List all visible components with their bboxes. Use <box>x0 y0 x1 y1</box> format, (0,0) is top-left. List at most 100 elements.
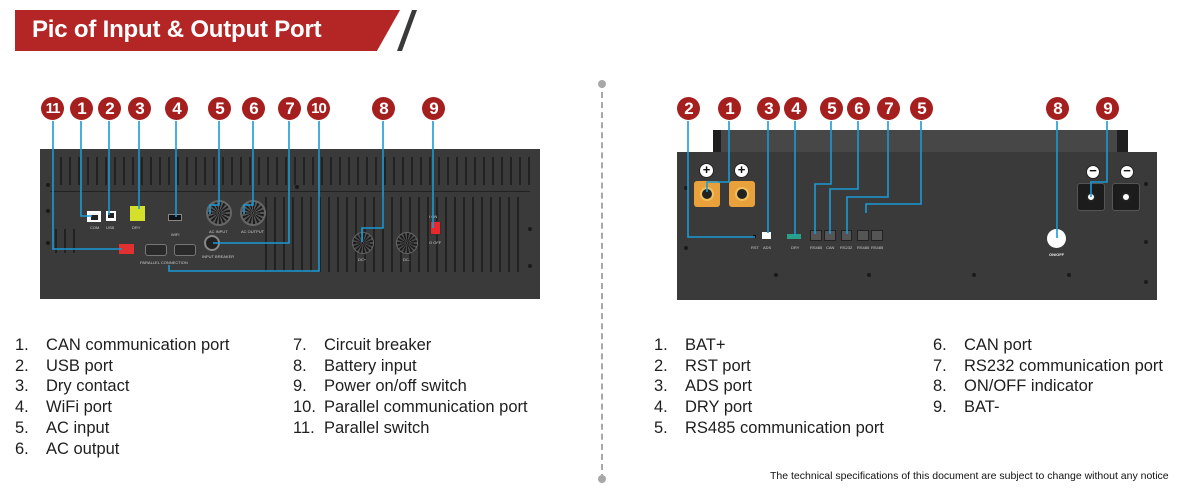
item-number: 2. <box>654 356 668 375</box>
power-switch <box>430 221 441 235</box>
wifi-label: WIFI <box>171 232 180 237</box>
usb-port <box>106 211 116 221</box>
list-item: 5.RS485 communication port <box>654 418 884 439</box>
item-text: CAN port <box>964 336 1032 354</box>
divider-dot-bottom <box>598 475 606 483</box>
list-item: 4. DRY port <box>654 397 884 418</box>
list-item: 8.Battery input <box>293 356 528 377</box>
item-text: Battery input <box>324 356 417 375</box>
rs485-label-3: RS485 <box>871 245 884 250</box>
callout-badge-r6: 6 <box>847 97 870 120</box>
list-item: 9.Power on/off switch <box>293 376 528 397</box>
screw <box>46 209 50 213</box>
rs485-label-2: RS485 <box>857 245 870 250</box>
screw <box>972 273 976 277</box>
section-title: Pic of Input & Output Port <box>32 16 322 43</box>
inverter-port-list-col1: 1.CAN communication port 2.USB port 3.Dr… <box>15 335 229 459</box>
screw <box>684 186 688 190</box>
bat-plus-terminal <box>694 181 720 207</box>
screw <box>1144 182 1148 186</box>
list-item: 1.BAT+ <box>654 335 884 356</box>
screw <box>1067 273 1071 277</box>
parallel-comm-port-b <box>174 244 196 256</box>
rs485-label-1: RS485 <box>810 245 823 250</box>
can-port <box>824 230 836 241</box>
minus-icon: − <box>1120 164 1134 179</box>
vent-slots-top <box>60 157 530 185</box>
battery-top-lip <box>713 130 1128 154</box>
item-text: DRY port <box>685 398 753 417</box>
screw <box>46 183 50 187</box>
banner-slash-decoration <box>397 10 417 51</box>
list-item: 11. Parallel switch <box>293 418 528 439</box>
switch-off-label: O OFF <box>429 240 442 245</box>
banner-red-bar <box>15 10 400 51</box>
list-item: 3.ADS port <box>654 376 884 397</box>
battery-input-positive <box>352 232 374 254</box>
item-text: Parallel switch <box>324 418 430 437</box>
callout-badge-r1: 1 <box>718 97 741 120</box>
rs232-port <box>841 230 852 241</box>
disclaimer-note: The technical specifications of this doc… <box>770 470 1169 482</box>
bat-minus-terminal <box>1077 183 1105 211</box>
minus-icon: − <box>1086 164 1100 179</box>
callout-badge-r7: 7 <box>877 97 900 120</box>
switch-on-label: I ON <box>429 214 438 219</box>
item-text: BAT- <box>964 398 1000 417</box>
callout-badge-8: 8 <box>372 97 395 120</box>
list-item: 7.RS232 communication port <box>933 356 1163 377</box>
screw <box>528 264 532 268</box>
ads-port <box>762 232 771 239</box>
item-number: 11. <box>293 418 315 437</box>
ac-output-connector <box>240 200 266 226</box>
dry-port <box>787 234 801 239</box>
item-text: RST port <box>685 356 751 375</box>
ac-input-label: AC INPUT <box>209 229 228 234</box>
screw <box>867 273 871 277</box>
item-text: BAT+ <box>685 336 726 354</box>
battery-rear-panel <box>677 152 1157 300</box>
item-text: AC input <box>46 418 110 437</box>
list-item: 2.USB port <box>15 356 229 377</box>
rs232-label: RS232 <box>840 245 853 250</box>
bat-minus-terminal <box>1112 183 1140 211</box>
item-text: CAN communication port <box>46 336 230 354</box>
battery-handle-left <box>713 130 721 152</box>
item-number: 9. <box>293 377 307 396</box>
callout-badge-11: 11 <box>41 97 64 120</box>
item-number: 8. <box>933 377 947 396</box>
com-label: COM <box>90 225 100 230</box>
callout-badge-3: 3 <box>128 97 151 120</box>
inverter-port-list-col2: 7.Circuit breaker 8.Battery input 9.Powe… <box>293 335 528 439</box>
callout-badge-4: 4 <box>165 97 188 120</box>
callout-badge-r5b: 5 <box>910 97 933 120</box>
list-item: 7.Circuit breaker <box>293 335 528 356</box>
section-header-banner: Pic of Input & Output Port <box>15 10 417 51</box>
onoff-indicator-button <box>1047 229 1066 248</box>
panel-seam <box>50 191 530 192</box>
callout-badge-r9: 9 <box>1096 97 1119 120</box>
callout-badge-1: 1 <box>70 97 93 120</box>
item-number: 4. <box>15 398 29 417</box>
callout-badge-r5a: 5 <box>820 97 843 120</box>
item-text: RS232 communication port <box>964 356 1164 375</box>
item-number: 7. <box>293 336 307 354</box>
list-item: 2. RST port <box>654 356 884 377</box>
item-number: 5. <box>15 418 29 437</box>
callout-badge-9: 9 <box>422 97 445 120</box>
list-item: 6.CAN port <box>933 335 1163 356</box>
plus-icon: + <box>734 163 749 178</box>
item-number: 1. <box>15 336 29 354</box>
ac-input-connector <box>206 200 232 226</box>
item-number: 4. <box>654 398 668 417</box>
plus-icon: + <box>699 163 714 178</box>
screw <box>46 241 50 245</box>
callout-badge-7: 7 <box>278 97 301 120</box>
list-item: 1. CAN communication port <box>15 335 229 356</box>
item-number: 5. <box>654 418 668 437</box>
item-text: USB port <box>46 356 113 375</box>
circuit-breaker <box>204 235 220 251</box>
rs485-port-3 <box>871 230 883 241</box>
list-item: 10.Parallel communication port <box>293 397 528 418</box>
list-item: 5. AC input <box>15 418 229 439</box>
